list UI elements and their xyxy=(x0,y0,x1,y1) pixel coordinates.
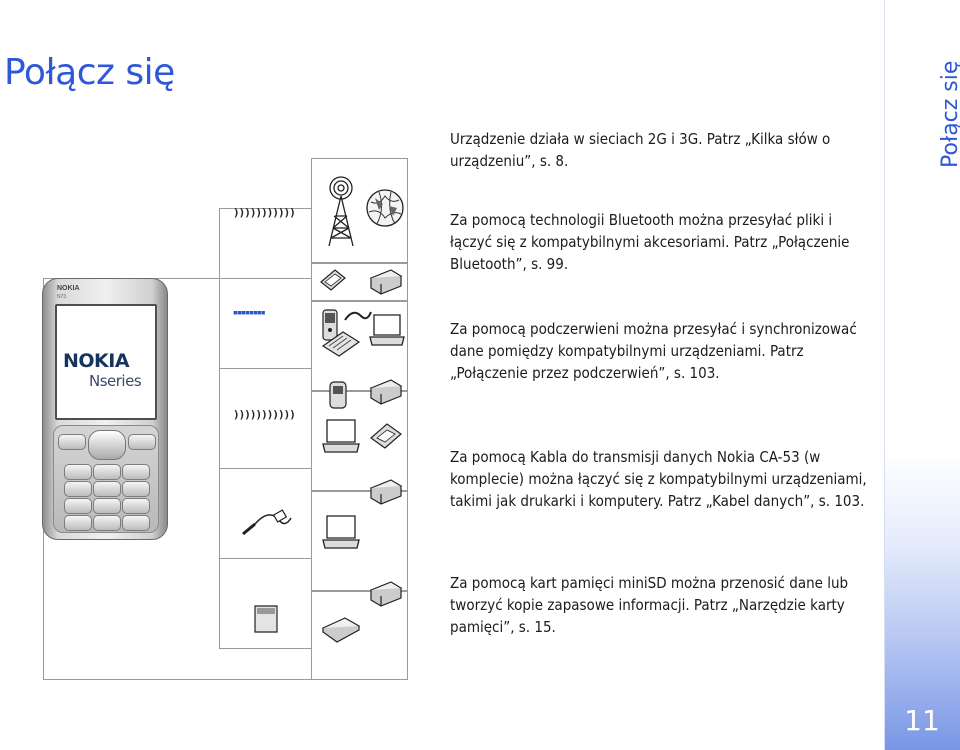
bluetooth-waves-icon: ))))))))))) xyxy=(233,206,296,219)
phone-logo-sub: Nseries xyxy=(89,372,142,390)
tree-trunk-line xyxy=(219,208,220,648)
printer-icon xyxy=(369,581,403,607)
phone-image: NOKIA N73 NOKIA Nseries xyxy=(42,278,168,540)
handheld-device-icon xyxy=(320,269,346,291)
data-cable-icon xyxy=(242,509,292,536)
branch-network-line xyxy=(219,208,311,209)
phone-model: N73 xyxy=(57,294,67,300)
side-title-text: Połącz się xyxy=(938,60,960,168)
laptop-icon xyxy=(369,314,405,346)
phone-key xyxy=(93,515,121,531)
paragraph-cable: Za pomocą Kabla do transmisji danych Nok… xyxy=(450,448,867,510)
card-reader-icon xyxy=(321,617,361,643)
page-title: Połącz się xyxy=(4,52,175,93)
globe-icon xyxy=(366,189,404,227)
phone-key xyxy=(122,498,150,514)
phone-keypad xyxy=(53,425,159,533)
printer-icon xyxy=(369,379,403,405)
handheld-device-icon xyxy=(322,309,338,341)
phone-key xyxy=(58,434,86,450)
memory-card-icon xyxy=(254,605,278,633)
branch-cable-line xyxy=(219,558,311,559)
phone-key xyxy=(93,481,121,497)
paragraph-memory-card: Za pomocą kart pamięci miniSD można prze… xyxy=(450,574,849,636)
phone-key xyxy=(93,498,121,514)
cable-devices-box xyxy=(311,491,408,591)
side-title: Połącz się xyxy=(884,0,960,200)
paragraph-infrared: Za pomocą podczerwieni można przesyłać i… xyxy=(450,320,857,382)
phone-key xyxy=(122,464,150,480)
printer-icon xyxy=(369,479,403,505)
phone-dpad xyxy=(88,430,126,460)
branch-bt-line xyxy=(219,278,311,279)
paragraph-bluetooth: Za pomocą technologii Bluetooth można pr… xyxy=(450,211,850,273)
branch-ir-line xyxy=(219,368,311,369)
phone-key xyxy=(64,498,92,514)
phone-key xyxy=(122,515,150,531)
phone-screen: NOKIA Nseries xyxy=(55,304,157,420)
printer-icon xyxy=(369,269,403,295)
handheld-device-icon xyxy=(329,381,347,409)
handheld-device-icon xyxy=(370,423,402,449)
antenna-icon xyxy=(328,176,354,247)
connectivity-diagram: ))))))))))) ▪▪▪▪▪▪▪▪ ))))))))))) xyxy=(43,158,411,682)
phone-key xyxy=(64,481,92,497)
branch-card-line xyxy=(219,648,311,649)
laptop-icon xyxy=(322,515,360,549)
paragraph-networks: Urządzenie działa w sieciach 2G i 3G. Pa… xyxy=(450,130,831,170)
page-number: 11 xyxy=(904,703,940,737)
side-bar xyxy=(884,0,960,750)
phone-brand: NOKIA xyxy=(57,285,80,292)
laptop-icon xyxy=(322,419,360,453)
phone-key xyxy=(64,515,92,531)
phone-key xyxy=(122,481,150,497)
branch-ir2-line xyxy=(219,468,311,469)
phone-key xyxy=(64,464,92,480)
phone-key xyxy=(128,434,156,450)
phone-key xyxy=(93,464,121,480)
infrared-beam-icon: ▪▪▪▪▪▪▪▪ xyxy=(233,304,266,320)
phone-logo: NOKIA xyxy=(63,350,130,372)
keyboard-icon xyxy=(321,331,361,357)
bluetooth-waves-icon: ))))))))))) xyxy=(233,408,296,421)
data-cable-icon xyxy=(344,311,372,321)
